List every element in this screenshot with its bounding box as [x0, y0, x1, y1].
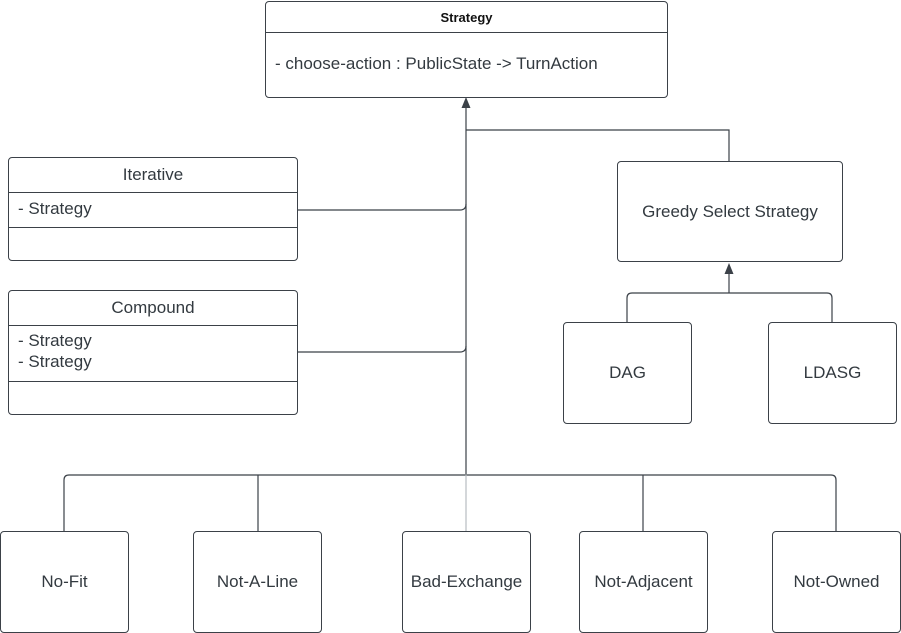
leaves-bus-line: [63, 474, 837, 531]
strategy-title: Strategy: [440, 9, 493, 25]
iterative-title: Iterative: [122, 165, 184, 184]
strategy-header: Strategy: [266, 2, 667, 32]
strategy-methods: - choose-action : PublicState -> TurnAct…: [266, 32, 667, 97]
strategy-class-box[interactable]: Strategy - choose-action : PublicState -…: [265, 1, 668, 98]
greedy-arrowhead: [724, 263, 734, 274]
not-a-line-label: Not-A-Line: [216, 572, 299, 591]
iterative-to-trunk-line: [298, 203, 467, 211]
ldasg-label: LDASG: [803, 363, 862, 382]
bad-exchange-box[interactable]: Bad-Exchange: [402, 531, 531, 633]
greedy-children-line: [626, 292, 833, 322]
dag-label: DAG: [609, 363, 646, 382]
strategy-arrowhead: [461, 97, 471, 108]
compound-attr-strategy-2: - Strategy: [18, 352, 92, 371]
iterative-attributes: - Strategy: [9, 192, 297, 227]
ldasg-box[interactable]: LDASG: [768, 322, 897, 424]
greedy-select-strategy-label: Greedy Select Strategy: [642, 201, 818, 221]
compound-attr-strategy-1: - Strategy: [18, 331, 92, 350]
not-adjacent-label: Not-Adjacent: [594, 572, 693, 591]
strategy-method: - choose-action : PublicState -> TurnAct…: [275, 54, 598, 73]
iterative-header: Iterative: [9, 158, 297, 192]
iterative-attr-strategy: - Strategy: [18, 199, 92, 218]
greedy-select-strategy-box[interactable]: Greedy Select Strategy: [617, 161, 843, 262]
not-owned-label: Not-Owned: [793, 572, 880, 591]
dag-box[interactable]: DAG: [563, 322, 692, 424]
compound-to-trunk-line: [298, 345, 467, 353]
iterative-class-box[interactable]: Iterative - Strategy: [8, 157, 298, 261]
no-fit-box[interactable]: No-Fit: [0, 531, 129, 633]
bad-exchange-label: Bad-Exchange: [410, 572, 523, 591]
compound-title: Compound: [111, 298, 195, 317]
not-a-line-box[interactable]: Not-A-Line: [193, 531, 322, 633]
compound-methods: [9, 381, 297, 414]
greedy-to-strategy-line: [466, 129, 730, 161]
compound-attributes: - Strategy - Strategy: [9, 325, 297, 381]
compound-class-box[interactable]: Compound - Strategy - Strategy: [8, 290, 298, 415]
compound-header: Compound: [9, 291, 297, 325]
not-owned-box[interactable]: Not-Owned: [772, 531, 901, 633]
iterative-methods: [9, 227, 297, 260]
no-fit-label: No-Fit: [41, 572, 88, 591]
not-adjacent-box[interactable]: Not-Adjacent: [579, 531, 708, 633]
